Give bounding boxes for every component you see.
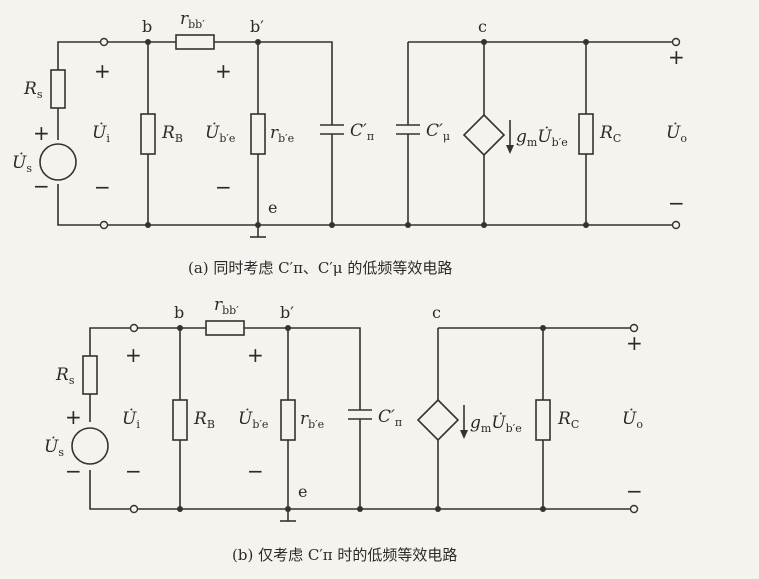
- circuit-a-ui-minus: −: [94, 175, 111, 199]
- circuit-a-label-rc: RC: [599, 123, 621, 145]
- circuit-a: b b′ c e rbb′ Rs + U̇s − + U̇i − RB + U̇…: [12, 9, 687, 277]
- circuit-b-terminal-in-top: [129, 323, 139, 333]
- circuit-b-current-source: [416, 398, 468, 442]
- circuit-b-resistor-rbb: [205, 320, 245, 336]
- circuit-b-ui-minus: −: [125, 459, 142, 483]
- circuit-b-terminal-out-top: [629, 323, 639, 333]
- circuit-b-resistor-rb: [172, 399, 188, 441]
- circuit-b-caption: (b) 仅考虑 C′π 时的低频等效电路: [232, 546, 457, 564]
- circuit-a-uo-plus: +: [668, 45, 685, 69]
- circuit-b-us-plus: +: [65, 405, 82, 429]
- circuit-b-uo-plus: +: [626, 331, 643, 355]
- circuit-a-us-plus: +: [33, 121, 50, 145]
- circuit-b-label-rb: RB: [193, 409, 215, 431]
- circuit-a-label-ui: U̇i: [92, 123, 110, 145]
- circuit-a-node-c: c: [478, 17, 487, 36]
- circuit-b-resistor-rc: [535, 399, 551, 441]
- circuit-a-wires: [57, 41, 673, 238]
- circuit-b-ui-plus: +: [125, 343, 142, 367]
- circuit-b-node-e: e: [298, 482, 307, 501]
- circuit-b-label-ui: U̇i: [122, 409, 140, 431]
- circuit-b-label-gm: gmU̇b′e: [470, 413, 522, 435]
- circuit-b-label-uo: U̇o: [622, 409, 643, 431]
- circuit-a-resistor-rbb: [175, 34, 215, 50]
- circuit-a-label-rs: Rs: [23, 79, 43, 101]
- circuit-a-ube-plus: +: [215, 59, 232, 83]
- circuit-b-us-minus: −: [65, 459, 82, 483]
- circuit-a-label-ube: U̇b′e: [205, 123, 235, 145]
- circuit-b-junctions: [177, 325, 546, 512]
- circuit-b: b b′ c e rbb′ Rs + U̇s − + U̇i − RB + U̇…: [44, 295, 643, 564]
- circuit-a-node-e: e: [268, 198, 277, 217]
- circuit-b-terminal-in-bottom: [129, 504, 139, 514]
- circuit-a-terminal-in-bottom: [99, 220, 109, 230]
- circuit-a-label-cmu: C′μ: [426, 121, 450, 143]
- circuit-a-label-us: U̇s: [12, 153, 32, 175]
- circuit-a-capacitor-cmu: [396, 124, 420, 135]
- circuit-b-node-b-prime: b′: [280, 303, 294, 322]
- circuit-b-capacitor-cpi: [348, 409, 372, 420]
- circuit-a-resistor-rs: [50, 69, 66, 109]
- circuit-a-capacitor-cpi: [320, 124, 344, 135]
- circuit-a-label-rbe: rb′e: [270, 123, 294, 145]
- circuit-a-resistor-rbe: [250, 113, 266, 155]
- circuit-b-voltage-source: [71, 427, 109, 465]
- circuit-a-label-cpi: C′π: [350, 121, 374, 143]
- circuit-a-label-rb: RB: [161, 123, 183, 145]
- circuit-b-terminal-out-bottom: [629, 504, 639, 514]
- circuit-b-label-cpi: C′π: [378, 407, 402, 429]
- circuit-b-resistor-rs: [82, 355, 98, 395]
- circuit-b-label-ube: U̇b′e: [238, 409, 268, 431]
- circuit-a-voltage-source: [39, 143, 77, 181]
- circuit-b-ube-minus: −: [247, 459, 264, 483]
- circuit-a-resistor-rc: [578, 113, 594, 155]
- circuit-b-resistor-rbe: [280, 399, 296, 441]
- circuit-b-node-c: c: [432, 303, 441, 322]
- circuit-b-uo-minus: −: [626, 479, 643, 503]
- circuit-a-terminal-out-bottom: [671, 220, 681, 230]
- circuit-a-terminal-in-top: [99, 37, 109, 47]
- circuit-a-us-minus: −: [33, 174, 50, 198]
- circuit-b-label-rbb: rbb′: [214, 295, 239, 317]
- circuit-a-terminal-out-top: [671, 37, 681, 47]
- circuit-a-ube-minus: −: [215, 175, 232, 199]
- circuit-a-current-source: [462, 113, 514, 157]
- circuit-b-label-rc: RC: [557, 409, 579, 431]
- circuit-b-node-b: b: [174, 303, 184, 322]
- circuit-a-label-uo: U̇o: [666, 123, 687, 145]
- circuit-a-label-rbb: rbb′: [180, 9, 205, 31]
- circuit-a-node-b-prime: b′: [250, 17, 264, 36]
- circuit-a-ui-plus: +: [94, 59, 111, 83]
- circuit-a-caption: (a) 同时考虑 C′π、C′μ 的低频等效电路: [188, 259, 452, 277]
- circuit-a-label-gm: gmU̇b′e: [516, 127, 568, 149]
- circuit-b-label-rbe: rb′e: [300, 409, 324, 431]
- circuit-a-uo-minus: −: [668, 191, 685, 215]
- circuit-b-label-rs: Rs: [55, 365, 75, 387]
- circuit-b-wires: [89, 327, 631, 522]
- circuit-a-resistor-rb: [140, 113, 156, 155]
- circuit-a-node-b: b: [142, 17, 152, 36]
- circuit-b-label-us: U̇s: [44, 437, 64, 459]
- circuit-b-ube-plus: +: [247, 343, 264, 367]
- circuit-a-junctions: [145, 39, 589, 228]
